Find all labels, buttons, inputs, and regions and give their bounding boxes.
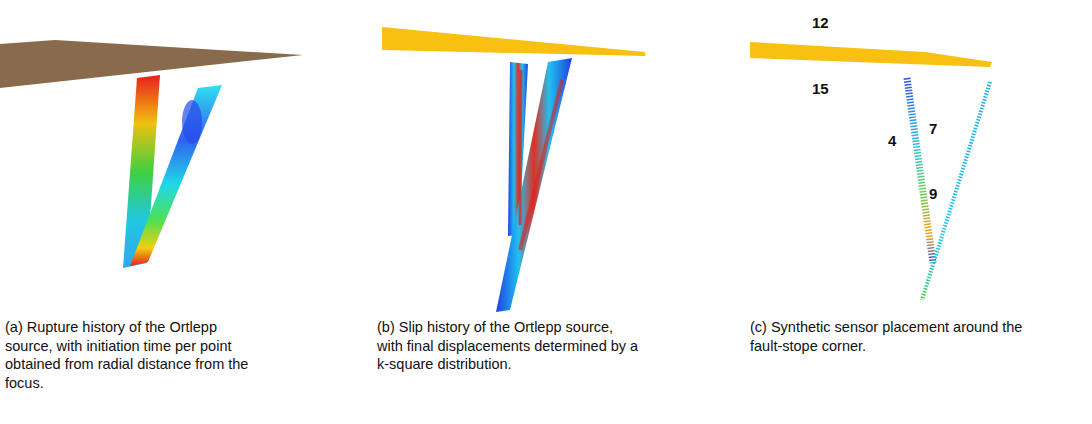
sensor-number: 7 xyxy=(929,121,937,136)
sensor-number: 15 xyxy=(812,81,829,96)
figure-caption: (a) Rupture history of the Ortlepp sourc… xyxy=(5,318,267,392)
figure-caption: (c) Synthetic sensor placement around th… xyxy=(750,318,1050,355)
figure-caption: (b) Slip history of the Ortlepp source, … xyxy=(377,318,639,374)
sensor-number: 12 xyxy=(812,15,829,30)
sensor-number: 9 xyxy=(929,186,937,201)
sensor-number: 4 xyxy=(888,133,896,148)
